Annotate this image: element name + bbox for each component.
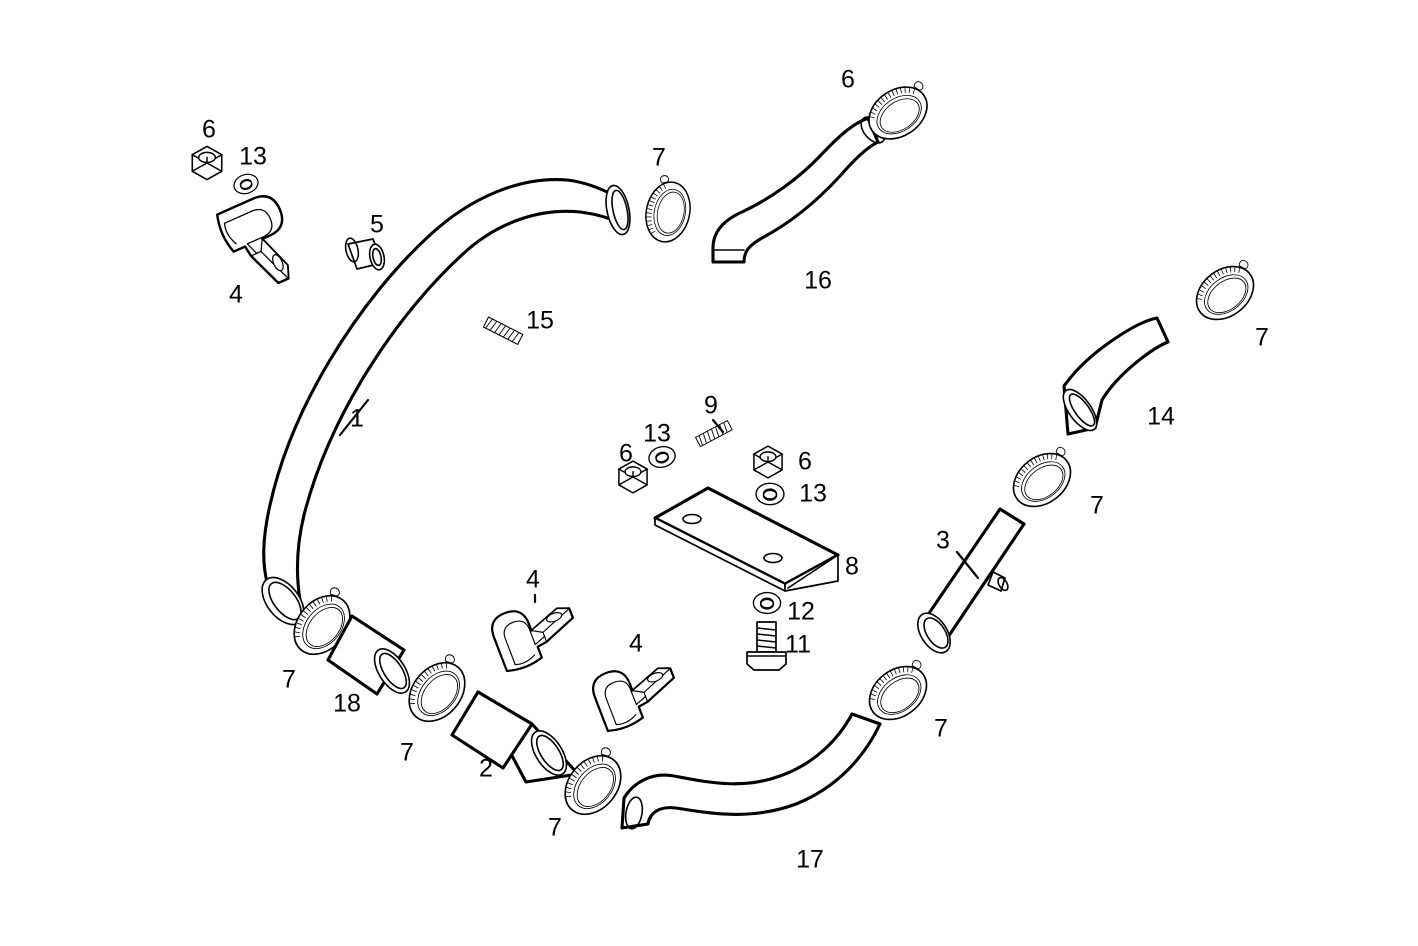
label-1-leader	[338, 398, 370, 437]
ref-label-16: 16	[804, 267, 832, 295]
label-9-leader	[711, 418, 725, 434]
ref-label-1: 1	[350, 405, 364, 433]
ref-label-3: 3	[936, 527, 950, 555]
ref-label-2: 2	[479, 755, 493, 783]
part-7-hose-clamp-pipe3-upper	[1002, 438, 1086, 519]
ref-label-7-sleeve18-right: 7	[400, 739, 414, 767]
ref-label-11: 11	[785, 631, 811, 659]
ref-label-9: 9	[704, 392, 718, 420]
ref-label-13-upper-left: 13	[239, 143, 267, 171]
part-6-hex-nut-upper-left	[191, 145, 223, 181]
ref-label-7-hose1-upper: 7	[652, 144, 666, 172]
ref-label-13-plate-right: 13	[799, 480, 827, 508]
ref-label-6-plate-right: 6	[798, 448, 812, 476]
pipe-nipple	[987, 571, 1009, 592]
part-1-long-curved-hose	[261, 177, 631, 626]
part-16-elbow-hose-top	[711, 116, 886, 264]
ref-label-13-plate-left: 13	[643, 420, 671, 448]
ref-label-7-pipe3-lower: 7	[934, 715, 948, 743]
part-12-washer-bolt	[752, 591, 782, 615]
part-4-p-clamp-middle	[486, 589, 585, 675]
ref-label-4-lower: 4	[629, 630, 643, 658]
ref-label-7-top-right: 6	[841, 66, 855, 94]
part-17-curved-hose-bottom	[620, 712, 882, 830]
part-13-washer-plate-right	[755, 482, 785, 506]
ref-label-8: 8	[845, 553, 859, 581]
ref-label-6-upper-left: 6	[202, 116, 216, 144]
ref-label-4-upper-left: 4	[229, 281, 243, 309]
part-2-short-connector-pipe	[450, 690, 580, 784]
ref-label-7-far-right: 7	[1255, 324, 1269, 352]
part-7-hose-clamp-pipe3-lower	[858, 651, 942, 732]
part-8-mounting-plate	[653, 486, 840, 592]
part-6-hex-nut-plate-right	[753, 445, 783, 479]
ref-label-7-pipe2-right: 7	[548, 814, 562, 842]
ref-label-4-middle: 4	[526, 566, 540, 594]
part-7-hose-clamp-far-right	[1185, 251, 1269, 332]
part-9-threaded-stud-short	[695, 420, 733, 448]
ref-label-12: 12	[787, 598, 815, 626]
ref-label-15: 14	[1147, 403, 1175, 431]
part-15-elbow-hose-right	[1062, 316, 1170, 436]
ref-label-18: 18	[333, 690, 361, 718]
part-5-spacer-sleeve	[344, 237, 386, 271]
part-7-hose-clamp-hose1-upper	[639, 172, 698, 247]
part-11-hex-bolt	[746, 621, 787, 671]
ref-label-5: 5	[370, 211, 384, 239]
ref-label-14: 15	[526, 307, 554, 335]
part-13-washer-plate-left	[646, 443, 678, 471]
ref-label-7-pipe3-upper: 7	[1090, 492, 1104, 520]
part-3-straight-pipe	[917, 507, 1026, 654]
label-3-leader	[955, 550, 980, 580]
ref-label-17: 17	[796, 846, 824, 874]
part-18-connector-sleeve	[326, 614, 411, 696]
part-13-washer-upper-left	[230, 170, 262, 198]
part-14-threaded-stud	[482, 316, 524, 345]
ref-label-7-hose1-lower: 7	[282, 666, 296, 694]
part-4-p-clamp-lower	[587, 649, 686, 735]
ref-label-6-plate-left: 6	[619, 440, 633, 468]
